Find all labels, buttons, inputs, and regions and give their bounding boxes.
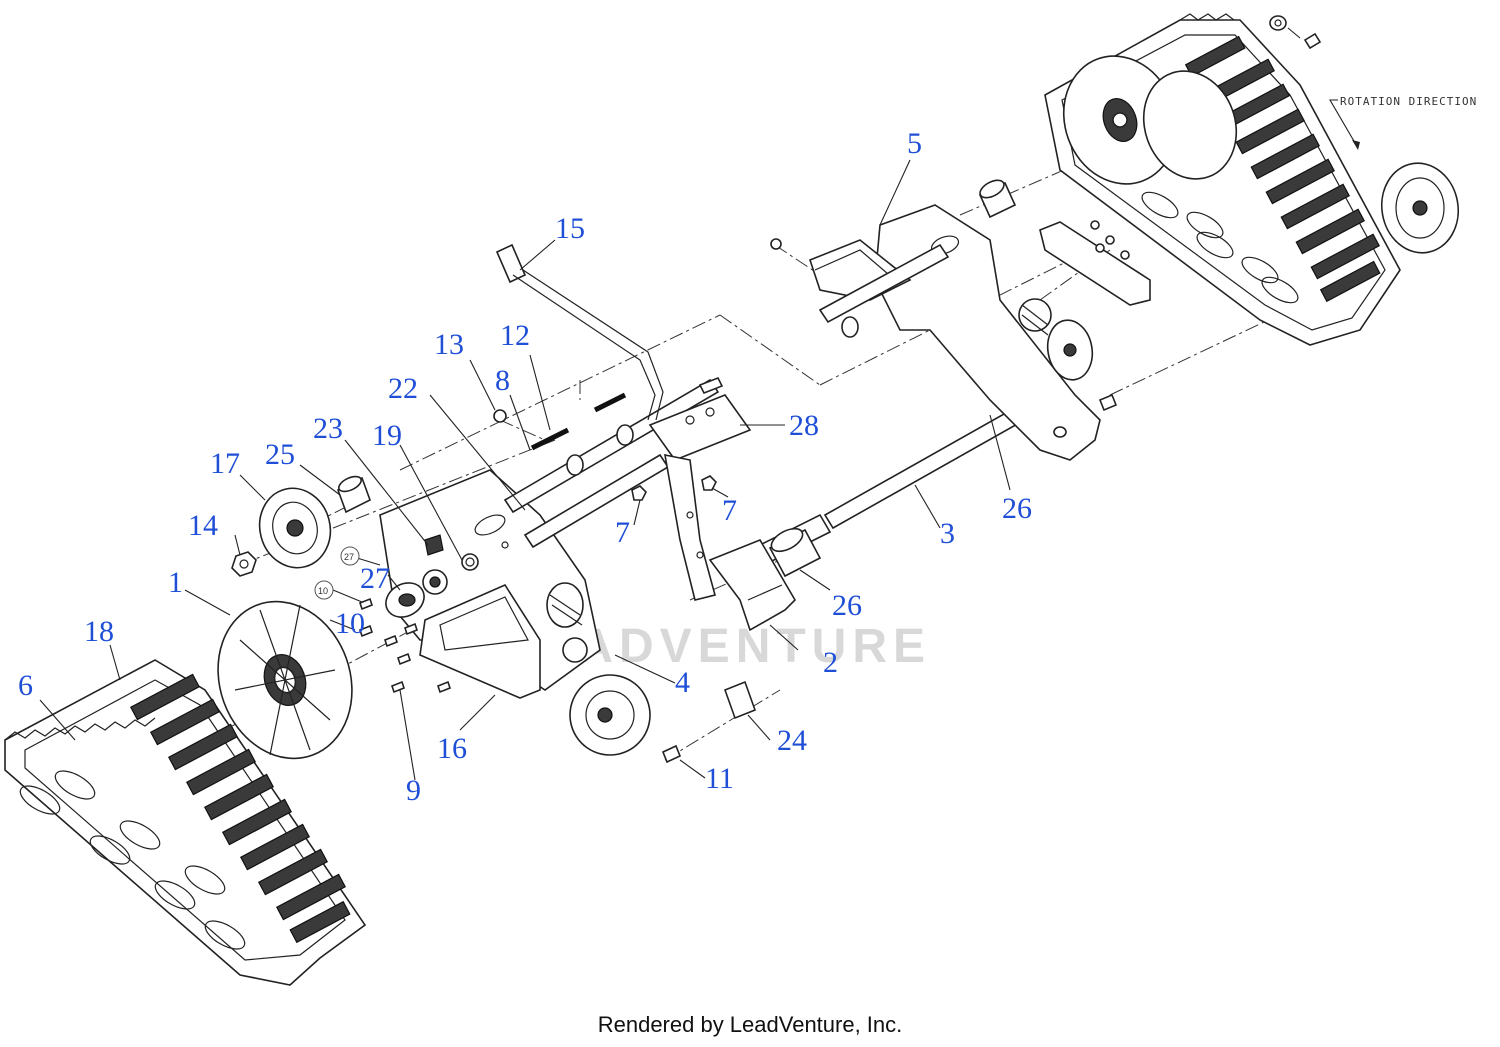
callout-3: 3 bbox=[940, 517, 955, 550]
callout-18: 18 bbox=[84, 615, 114, 648]
small-callout-10: 10 bbox=[314, 580, 334, 600]
small-callout-27: 27 bbox=[340, 546, 360, 566]
callout-9: 9 bbox=[406, 774, 421, 807]
left-track-treads bbox=[129, 673, 351, 944]
callout-13: 13 bbox=[434, 328, 464, 361]
block-24 bbox=[723, 680, 757, 720]
right-track bbox=[1044, 13, 1401, 346]
rotation-direction-note: ROTATION DIRECTION bbox=[1329, 95, 1477, 150]
callout-1: 1 bbox=[168, 566, 183, 599]
callout-28: 28 bbox=[789, 409, 819, 442]
bolt-11 bbox=[661, 744, 682, 764]
callout-25: 25 bbox=[265, 438, 295, 471]
nut-13 bbox=[493, 409, 507, 423]
small-callout-10-label: 10 bbox=[318, 586, 328, 596]
callout-labels: 1 2 3 4 5 6 7 7 8 9 10 11 12 13 14 15 16… bbox=[18, 127, 1032, 807]
callout-6: 6 bbox=[18, 669, 33, 702]
left-sprocket bbox=[217, 600, 353, 760]
callout-leaders bbox=[39, 159, 1011, 781]
callout-16: 16 bbox=[437, 732, 467, 765]
callout-5: 5 bbox=[907, 127, 922, 160]
callout-26a: 26 bbox=[1002, 492, 1032, 525]
spacer-26-upper bbox=[978, 179, 1017, 219]
washer-19 bbox=[422, 553, 479, 595]
callout-7a: 7 bbox=[615, 516, 630, 549]
idler-wheel-17 bbox=[258, 487, 332, 569]
callout-11: 11 bbox=[705, 762, 734, 795]
rotation-direction-label: ROTATION DIRECTION bbox=[1340, 95, 1477, 108]
right-slide-bracket bbox=[770, 220, 1151, 306]
right-track-lugs bbox=[1141, 191, 1299, 304]
callout-17: 17 bbox=[210, 447, 240, 480]
small-callout-27-label: 27 bbox=[344, 552, 354, 562]
pin-8 bbox=[530, 392, 627, 451]
slotted-plate-2 bbox=[708, 539, 797, 632]
callout-12: 12 bbox=[500, 319, 530, 352]
callout-19: 19 bbox=[372, 419, 402, 452]
callout-24: 24 bbox=[777, 724, 807, 757]
pulley-wheel-4 bbox=[546, 582, 651, 756]
footer-credit: Rendered by LeadVenture, Inc. bbox=[597, 1012, 903, 1037]
callout-4: 4 bbox=[675, 666, 690, 699]
callout-27: 27 bbox=[360, 562, 390, 595]
nut-14 bbox=[231, 551, 257, 577]
left-track bbox=[4, 659, 367, 986]
right-idler-wheel bbox=[1380, 162, 1460, 254]
spacer-26-lower bbox=[768, 527, 822, 578]
callout-26b: 26 bbox=[832, 589, 862, 622]
callout-10: 10 bbox=[335, 607, 365, 640]
right-track-sprocket bbox=[1062, 55, 1238, 185]
chain-guard-16 bbox=[419, 583, 541, 699]
lever-bracket-28 bbox=[648, 376, 752, 601]
callout-15: 15 bbox=[555, 212, 585, 245]
callout-22: 22 bbox=[388, 372, 418, 405]
right-track-treads bbox=[1184, 35, 1381, 303]
right-tensioner bbox=[1018, 298, 1118, 412]
callout-8: 8 bbox=[495, 364, 510, 397]
spring-23 bbox=[424, 534, 444, 556]
callout-2: 2 bbox=[823, 646, 838, 679]
bolts-7 bbox=[631, 475, 717, 501]
bolts-9-10 bbox=[359, 597, 451, 694]
top-right-hardware bbox=[1269, 15, 1322, 50]
right-frame-plate-5 bbox=[809, 204, 1101, 461]
spacer-25 bbox=[337, 475, 371, 514]
callout-14: 14 bbox=[188, 509, 218, 542]
left-track-lugs bbox=[19, 770, 246, 950]
callout-23: 23 bbox=[313, 412, 343, 445]
callout-7b: 7 bbox=[722, 494, 737, 527]
shift-lever-15 bbox=[495, 243, 664, 421]
bearing-27 bbox=[385, 582, 425, 618]
